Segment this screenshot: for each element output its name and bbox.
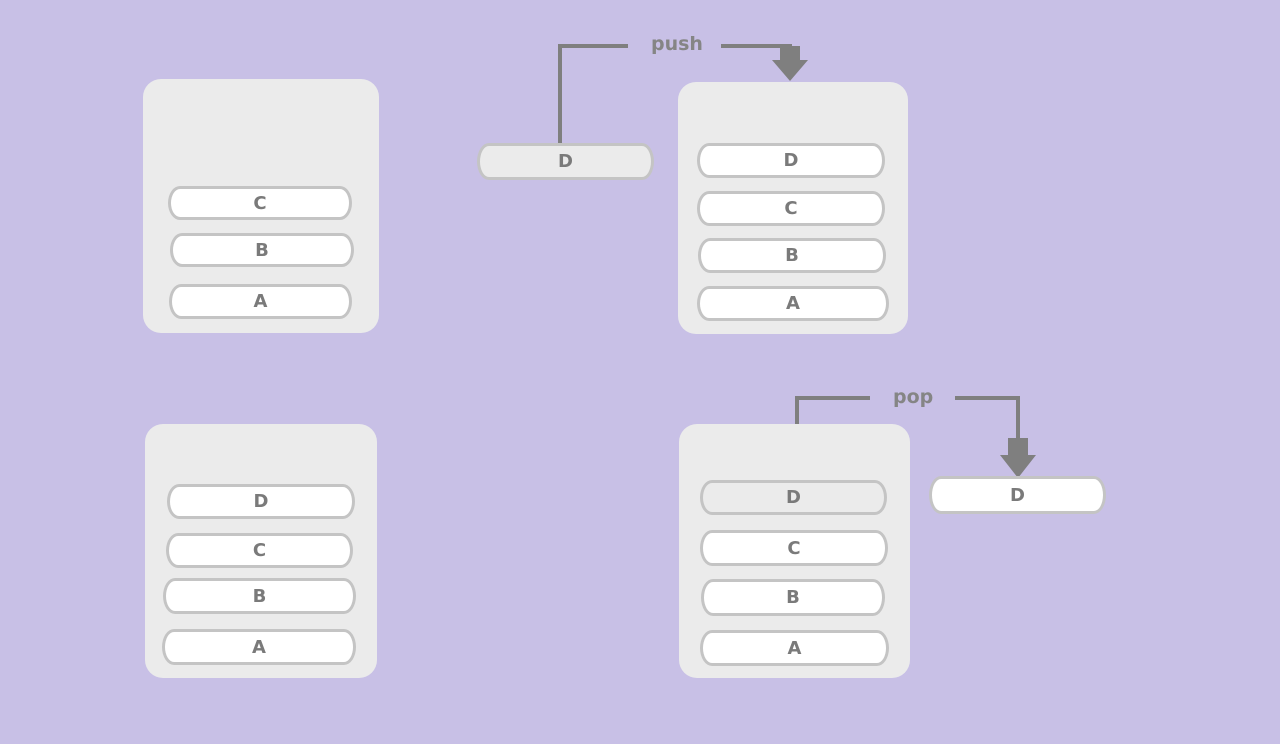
pop-connector-left (795, 396, 870, 427)
stack-item-d: D (700, 480, 887, 515)
push-label: push (651, 33, 703, 55)
pop-connector-right (955, 396, 1020, 440)
stack-item-b: B (170, 233, 354, 267)
pop-initial-stack: D C B A (145, 424, 377, 678)
stack-item-c: C (700, 530, 888, 566)
push-connector-left (558, 44, 628, 148)
stack-item-a: A (169, 284, 352, 319)
stack-item-d: D (697, 143, 885, 178)
stack-item-c: C (166, 533, 353, 568)
stack-item-a: A (700, 630, 889, 666)
push-arrow-icon (772, 46, 808, 81)
stack-item-a: A (162, 629, 356, 665)
stack-item-a: A (697, 286, 889, 321)
stack-item-c: C (697, 191, 885, 226)
push-connector-right (721, 44, 792, 56)
pop-outgoing-item-d: D (929, 476, 1106, 514)
push-initial-stack: C B A (143, 79, 379, 333)
stack-item-b: B (698, 238, 886, 273)
stack-item-b: B (701, 579, 885, 616)
push-incoming-item-d: D (477, 143, 654, 180)
push-result-stack: D C B A (678, 82, 908, 334)
pop-result-stack: D C B A (679, 424, 910, 678)
stack-item-d: D (167, 484, 355, 519)
pop-label: pop (893, 386, 934, 408)
stack-item-c: C (168, 186, 352, 220)
pop-arrow-icon (1000, 438, 1036, 478)
stack-item-b: B (163, 578, 356, 614)
